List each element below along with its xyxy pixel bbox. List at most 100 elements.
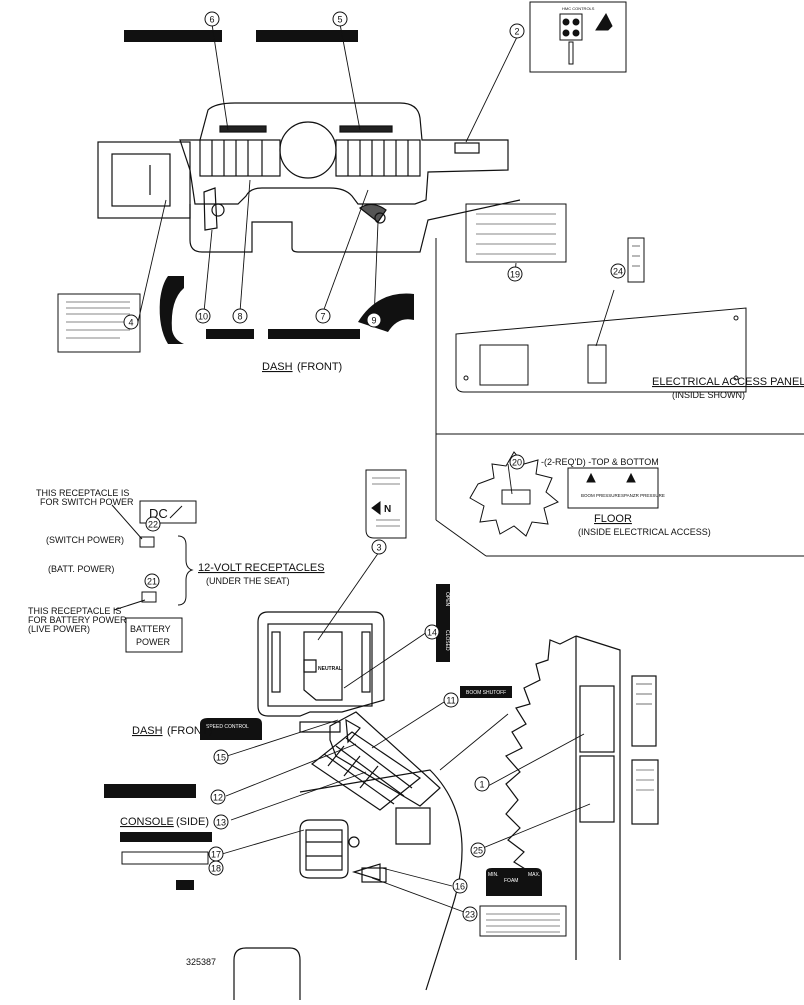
callout-13: 13 <box>213 814 229 830</box>
callout-19: 19 <box>507 266 523 282</box>
callout-circle-14 <box>424 624 440 640</box>
foam-decal: FOAM MIN. MAX. <box>486 868 542 896</box>
callout-circle-19 <box>507 266 523 282</box>
callout-circle-13 <box>213 814 229 830</box>
callout-circle-23 <box>462 906 478 922</box>
foam-max-text: MAX. <box>528 872 540 878</box>
callout-6: 6 <box>204 11 220 27</box>
decal-2-hmc-controls: HMC CONTROLS <box>529 1 627 73</box>
callout-number-5: 5 <box>337 15 342 25</box>
callout-circle-5 <box>332 11 348 27</box>
callout-24: 24 <box>610 263 626 279</box>
receptacle-switch-line-2: FOR SWITCH POWER <box>40 497 134 507</box>
callout-circle-25 <box>470 842 486 858</box>
callout-number-1: 1 <box>479 780 484 790</box>
spanzr-pressure-text: SPANZR PRESSURE <box>621 493 665 498</box>
console-side-title: CONSOLE (SIDE) <box>120 816 209 828</box>
callout-2: 2 <box>509 23 525 39</box>
receptacle-batt-line-1: THIS RECEPTACLE IS <box>28 606 121 616</box>
callout-15: 15 <box>213 749 229 765</box>
callout-circle-22 <box>145 516 161 532</box>
dash-front-title: DASH (FRONT) <box>262 361 342 373</box>
console-decals <box>104 784 212 890</box>
callout-number-12: 12 <box>213 793 223 803</box>
callout-17: 17 <box>208 846 224 862</box>
console-side-title-text: CONSOLE <box>120 816 174 828</box>
callout-number-8: 8 <box>237 312 242 322</box>
decal-23 <box>479 905 567 937</box>
callout-circle-24 <box>610 263 626 279</box>
dash-front-side-title-text: DASH <box>132 725 163 737</box>
callout-number-4: 4 <box>128 318 133 328</box>
qty-20-text: -(2-REQ'D) -TOP & BOTTOM <box>541 457 659 467</box>
boom-shutoff-decal: BOOM SHUTOFF <box>460 686 512 698</box>
callout-circle-1 <box>474 776 490 792</box>
electrical-access-panel <box>435 203 804 557</box>
callout-circle-2 <box>509 23 525 39</box>
decal-strips-top <box>124 30 360 339</box>
callout-number-15: 15 <box>216 753 226 763</box>
callout-1: 1 <box>474 776 490 792</box>
callout-number-23: 23 <box>465 910 475 920</box>
callout-23: 23 <box>462 906 478 922</box>
callout-circle-8 <box>232 308 248 324</box>
callout-number-24: 24 <box>613 267 623 277</box>
callout-number-25: 25 <box>473 846 483 856</box>
callout-number-20: 20 <box>512 458 522 468</box>
batt-power-text: (BATT. POWER) <box>48 564 114 574</box>
dash-front-assembly <box>97 102 521 253</box>
callout-number-13: 13 <box>216 818 226 828</box>
neutral-n-text: N <box>384 504 391 515</box>
callout-25: 25 <box>470 842 486 858</box>
callout-5: 5 <box>332 11 348 27</box>
receptacle-switch-line-1: THIS RECEPTACLE IS <box>36 488 129 498</box>
callout-number-17: 17 <box>211 850 221 860</box>
console-assembly: NEUTRAL <box>233 611 463 1000</box>
boom-shutoff-text: BOOM SHUTOFF <box>466 690 506 696</box>
speed-control-text: SPEED CONTROL <box>206 724 249 730</box>
callout-number-11: 11 <box>446 696 455 706</box>
callout-circle-10 <box>195 308 211 324</box>
body-side-panel <box>505 635 659 960</box>
callout-circle-16 <box>452 878 468 894</box>
callout-20: 20 <box>509 454 525 470</box>
neutral-text: NEUTRAL <box>318 666 342 672</box>
switch-power-text: (SWITCH POWER) <box>46 535 124 545</box>
console-side-title-suffix: (SIDE) <box>176 816 209 828</box>
callout-number-19: 19 <box>510 270 520 280</box>
decal-4 <box>57 293 141 353</box>
foam-min-text: MIN. <box>488 872 499 878</box>
inside-shown-text: (INSIDE SHOWN) <box>672 390 745 400</box>
callout-circle-7 <box>315 308 331 324</box>
under-seat-text: (UNDER THE SEAT) <box>206 576 290 586</box>
boom-pressure-text: BOOM PRESSURE <box>581 493 621 498</box>
callout-number-22: 22 <box>148 520 158 530</box>
callout-circle-18 <box>208 860 224 876</box>
receptacles-12v-title: 12-VOLT RECEPTACLES <box>198 562 325 574</box>
callout-21: 21 <box>144 573 160 589</box>
foam-text: FOAM <box>504 878 518 884</box>
callout-circle-11 <box>443 692 459 708</box>
callout-number-14: 14 <box>427 628 437 638</box>
callout-number-21: 21 <box>147 577 157 587</box>
open-text: OPEN <box>444 592 450 607</box>
floor-title: FLOOR <box>594 513 632 525</box>
battery-power-line-2: POWER <box>136 637 171 647</box>
callout-18: 18 <box>208 860 224 876</box>
closed-text: CLOSED <box>444 630 450 651</box>
callout-4: 4 <box>123 314 139 330</box>
callout-22: 22 <box>145 516 161 532</box>
callout-11: 11 <box>443 692 459 708</box>
callout-number-2: 2 <box>514 27 519 37</box>
callout-circle-21 <box>144 573 160 589</box>
open-closed-strip: OPEN CLOSED <box>436 584 450 662</box>
callout-circle-4 <box>123 314 139 330</box>
battery-power-line-1: BATTERY <box>130 624 171 634</box>
figure-number: 325387 <box>186 957 216 967</box>
callout-circle-9 <box>366 312 382 328</box>
callout-number-6: 6 <box>209 15 214 25</box>
callout-number-16: 16 <box>455 882 465 892</box>
callout-number-9: 9 <box>371 316 376 326</box>
